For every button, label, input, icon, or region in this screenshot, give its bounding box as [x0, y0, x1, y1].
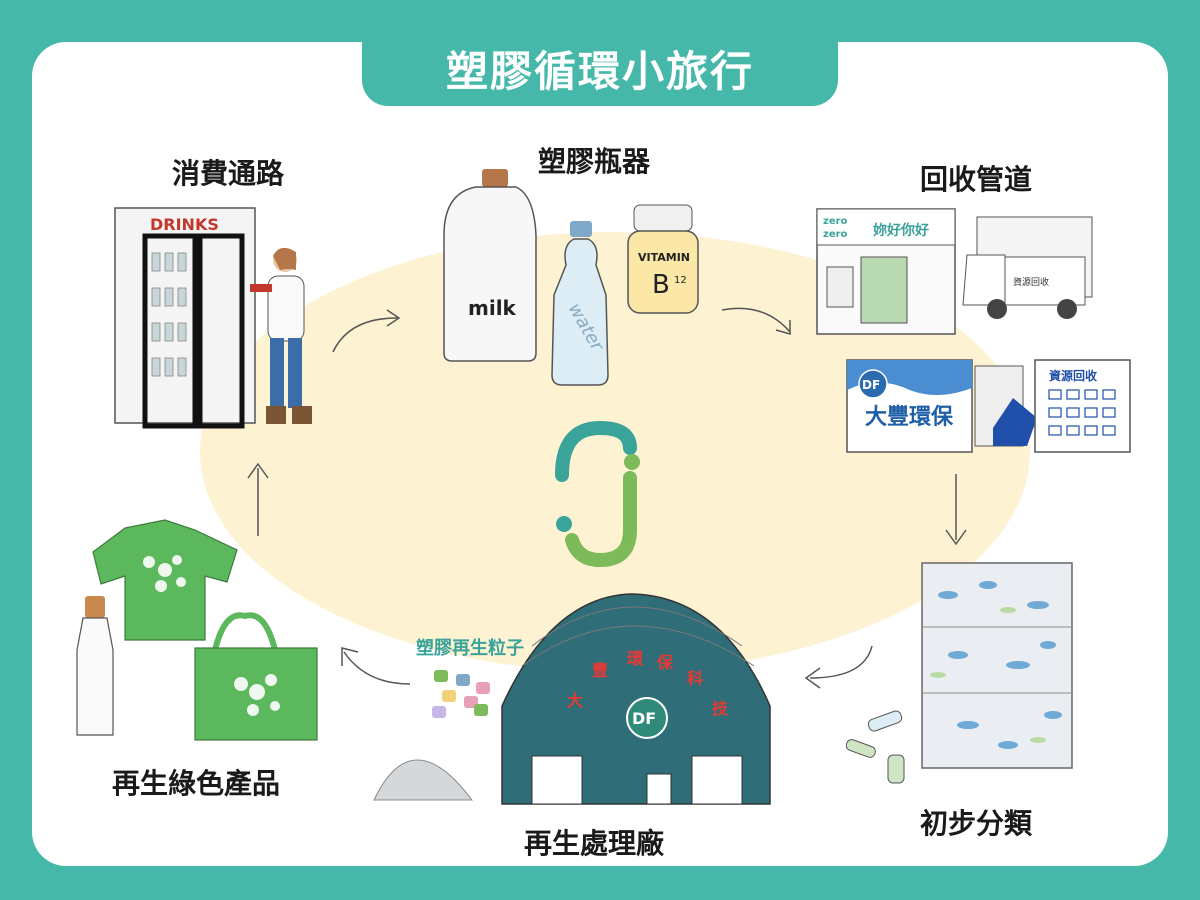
factory-char-3: 環: [627, 649, 644, 668]
factory-char-4: 保: [656, 653, 674, 672]
label-recycling-channel: 回收管道: [920, 163, 1033, 196]
df-company-name: 大豐環保: [865, 405, 954, 430]
plastic-pellets-illustration: [373, 670, 490, 801]
label-consumer-channel: 消費通路: [172, 157, 285, 190]
vitamin-b-label: B: [652, 270, 670, 300]
arrow-recycling-to-sorting: [945, 474, 967, 546]
plastic-bottles-illustration: milk water VITAMIN B 12: [443, 169, 699, 386]
df-recycling-facility-illustration: DF 大豐環保 資源回收: [846, 359, 1131, 453]
label-initial-sorting: 初步分類: [920, 807, 1033, 840]
label-plastic-containers: 塑膠瓶器: [538, 145, 651, 178]
store-truck-illustration: zero zero 妳好你好 資源回收: [816, 208, 1093, 335]
green-products-illustration: [76, 519, 318, 741]
df-badge-small: DF: [862, 378, 880, 392]
drinks-sign: DRINKS: [150, 215, 219, 234]
factory-char-5: 科: [687, 669, 703, 688]
arrow-sorting-to-plant: [804, 645, 873, 689]
store-name: 妳好你好: [873, 222, 929, 239]
recycle-board-title: 資源回收: [1049, 368, 1097, 383]
factory-char-6: 技: [712, 699, 729, 718]
arrow-consumer-to-containers: [332, 309, 401, 353]
label-regeneration-plant: 再生處理廠: [524, 827, 665, 860]
label-plastic-pellets: 塑膠再生粒子: [416, 638, 524, 659]
milk-label: milk: [468, 296, 517, 320]
store-zero-2: zero: [823, 229, 848, 240]
vitamin-label: VITAMIN: [638, 251, 690, 264]
arrow-plant-to-products: [341, 647, 411, 685]
diagram-title: 塑膠循環小旅行: [445, 47, 754, 96]
factory-char-2: 豐: [592, 661, 608, 680]
sorted-bottle-bale-illustration: [845, 562, 1073, 784]
arrow-products-to-consumer: [247, 462, 269, 536]
store-zero-1: zero: [823, 216, 848, 227]
vitamin-12-label: 12: [674, 275, 687, 286]
regeneration-plant-illustration: DF 大 豐 環 保 科 技: [501, 593, 771, 805]
arrow-containers-to-recycling: [721, 307, 791, 335]
truck-sign: 資源回收: [1013, 276, 1049, 288]
factory-char-1: 大: [567, 691, 583, 710]
title-banner: 塑膠循環小旅行: [362, 18, 838, 106]
label-green-products: 再生綠色產品: [112, 767, 281, 800]
fridge-shopper-illustration: DRINKS: [114, 207, 312, 429]
df-badge-factory: DF: [632, 709, 656, 728]
zero-zero-logo: [555, 420, 640, 568]
